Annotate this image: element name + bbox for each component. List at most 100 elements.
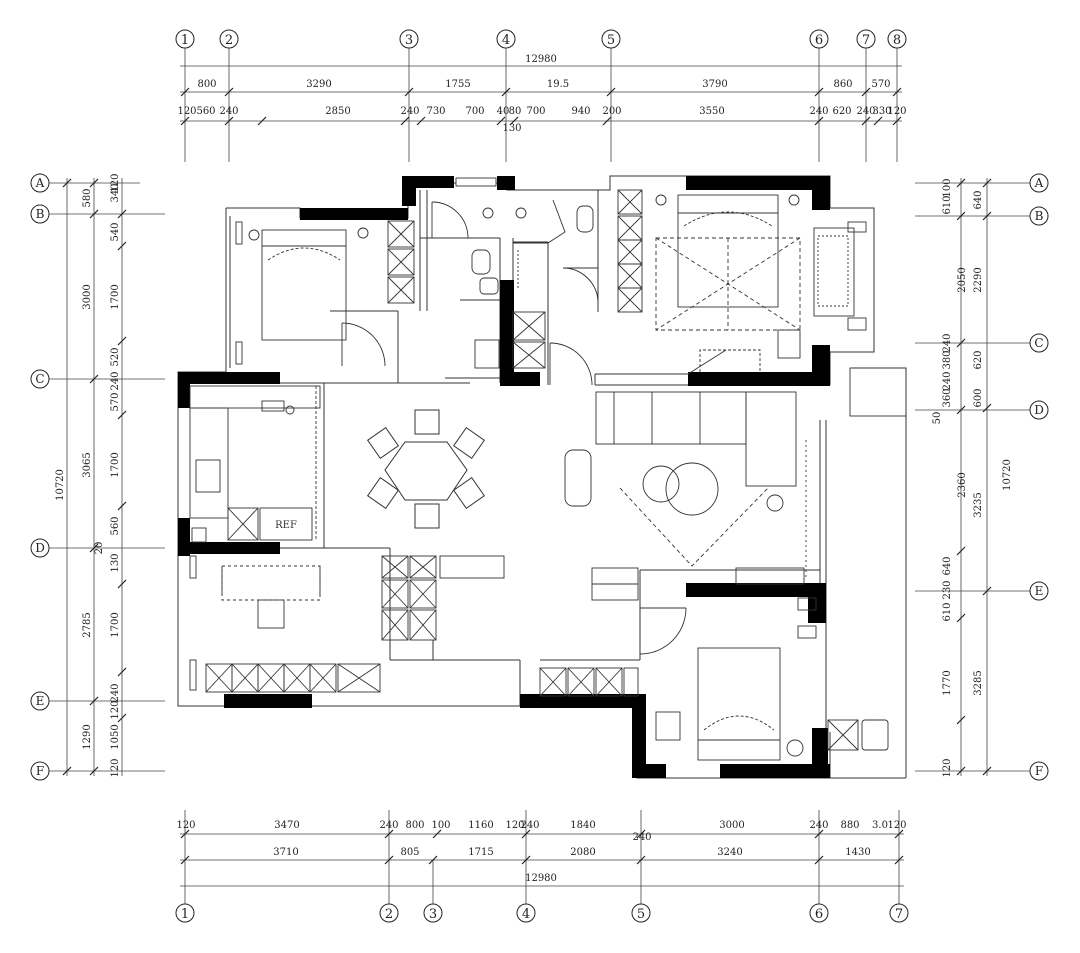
svg-text:F: F <box>36 764 44 778</box>
dim-right: 2360 <box>957 472 968 497</box>
svg-text:3: 3 <box>429 907 437 922</box>
bedroom-master <box>617 189 867 372</box>
dining-chair <box>414 409 440 435</box>
dim-right: 2290 <box>973 267 984 292</box>
top-dimensions: 12980 800 3290 1755 19.5 3790 860 570 12… <box>177 54 906 134</box>
svg-text:4: 4 <box>522 907 530 922</box>
door-swing <box>439 555 505 579</box>
wall-segment <box>812 176 830 210</box>
sofa-chaise <box>745 391 797 487</box>
sink <box>195 459 221 493</box>
dim-right: 120 <box>942 758 953 777</box>
dim-top-r2: 120 <box>177 106 196 117</box>
curtain <box>847 221 867 233</box>
structural-walls <box>178 176 830 778</box>
svg-text:B: B <box>36 207 45 221</box>
dim-right: 640 <box>942 556 953 575</box>
desk <box>221 565 321 601</box>
dim-top-r2: 80 <box>509 106 522 117</box>
dim-top-r2: 200 <box>602 106 621 117</box>
dim-bottom-r1: 240 <box>809 820 828 831</box>
svg-text:C: C <box>1034 336 1043 350</box>
dim-right: 600 <box>973 388 984 407</box>
door-swing <box>639 607 687 655</box>
ceiling-light-icon <box>482 207 494 219</box>
svg-text:5: 5 <box>637 907 645 922</box>
dim-bottom-r2: 2080 <box>570 847 595 858</box>
dim-bottom-r1: 100 <box>431 820 450 831</box>
dim-bottom-r1: 120 <box>176 820 195 831</box>
dim-bottom-r1: 3000 <box>719 820 744 831</box>
axis-bubble-bottom-2: 2 <box>379 903 399 923</box>
dim-right: 2050 <box>957 267 968 292</box>
left-dimensions: 10720 580 340 120 540 3000 1700 520 240 … <box>55 173 127 778</box>
living-room <box>564 367 907 601</box>
axis-bubble-bottom-5: 5 <box>631 903 651 923</box>
door-swing <box>562 267 599 304</box>
nightstand <box>655 711 681 741</box>
dim-top-r1: 860 <box>833 79 852 90</box>
svg-text:2: 2 <box>225 33 233 48</box>
wall-segment <box>720 764 830 778</box>
axis-bubble-right-E: E <box>1029 581 1049 601</box>
dim-top-r1: 3790 <box>702 79 727 90</box>
wall-segment <box>686 583 826 597</box>
nightstand <box>777 329 801 359</box>
axis-bubble-top-6: 6 <box>809 29 829 49</box>
dim-top-sub: 130 <box>502 123 521 134</box>
left-axis-bubbles: A B C D E F <box>30 173 50 781</box>
wall-segment <box>402 176 454 188</box>
ceiling-light-icon <box>515 207 527 219</box>
dim-bottom-r1: 240 <box>632 832 651 843</box>
svg-text:C: C <box>35 372 44 386</box>
dim-right: 640 <box>973 190 984 209</box>
axis-bubble-bottom-1: 1 <box>175 903 195 923</box>
dim-top-r2: 240 <box>856 106 875 117</box>
svg-text:A: A <box>35 176 45 190</box>
sofa <box>595 391 747 445</box>
bathroom-top <box>455 177 594 369</box>
dim-bottom-r1: 1840 <box>570 820 595 831</box>
dim-top-r2: 700 <box>526 106 545 117</box>
dim-top-r2: 730 <box>426 106 445 117</box>
dim-bottom-r2: 1715 <box>468 847 493 858</box>
dim-top-r2: 700 <box>465 106 484 117</box>
axis-bubble-top-2: 2 <box>219 29 239 49</box>
chair <box>257 599 285 629</box>
dim-left: 1700 <box>110 284 121 309</box>
dim-top-r1: 800 <box>197 79 216 90</box>
door-swing <box>687 349 727 375</box>
fridge-label: REF <box>275 520 297 531</box>
wall-segment <box>688 372 830 386</box>
dim-right: 3285 <box>973 670 984 695</box>
storage-cabinet <box>205 663 381 693</box>
dim-bottom-r2: 1430 <box>845 847 870 858</box>
svg-text:D: D <box>1034 403 1044 417</box>
wall-segment <box>178 372 280 384</box>
dim-left: 120 <box>110 700 121 719</box>
top-axis-bubbles: 1 2 3 4 5 6 7 8 <box>175 29 907 49</box>
axis-bubble-top-1: 1 <box>175 29 195 49</box>
dim-left: 340 <box>110 183 121 202</box>
curtain <box>189 555 197 579</box>
shower-tray <box>474 339 500 369</box>
washbasin <box>479 277 499 295</box>
axis-bubble-left-F: F <box>30 761 50 781</box>
dim-bottom-r1: 800 <box>405 820 424 831</box>
dining-chair <box>366 426 400 460</box>
dim-top-r2: 560 <box>196 106 215 117</box>
dim-right: 380 <box>942 350 953 369</box>
dim-right: 610 <box>942 602 953 621</box>
svg-text:8: 8 <box>893 33 901 48</box>
coffee-table <box>665 462 719 516</box>
axis-bubble-bottom-6: 6 <box>809 903 829 923</box>
door-swing <box>341 322 386 367</box>
dim-left: 560 <box>110 516 121 535</box>
dim-top-r1: 3290 <box>306 79 331 90</box>
dim-bottom-r1: 1160 <box>468 820 493 831</box>
wall-segment <box>500 280 514 385</box>
dim-top-r2: 240 <box>219 106 238 117</box>
svg-text:7: 7 <box>862 33 870 48</box>
svg-text:3: 3 <box>405 33 413 48</box>
axis-bubble-left-B: B <box>30 204 50 224</box>
